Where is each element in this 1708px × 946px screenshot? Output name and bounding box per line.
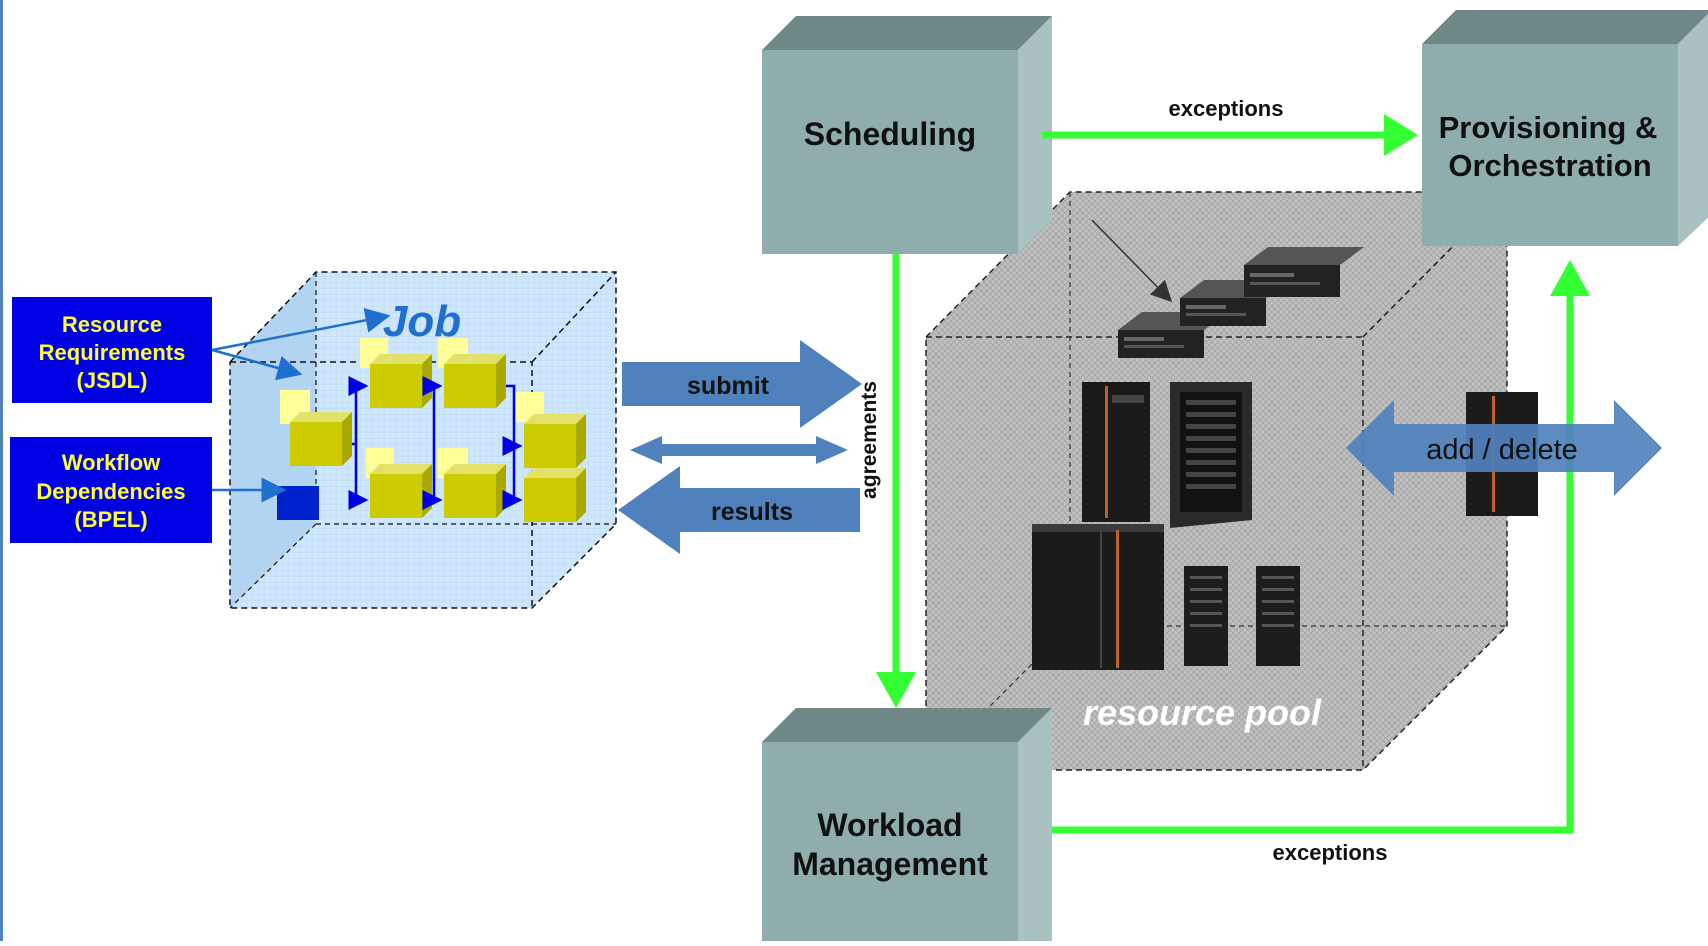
task-cube-icon	[444, 354, 506, 408]
submit-arrow[interactable]	[622, 340, 862, 428]
small-server-icon	[1256, 566, 1300, 666]
task-cube-icon	[290, 412, 352, 466]
exceptions-arrow-top	[1042, 114, 1418, 156]
scheduling-box[interactable]: Scheduling	[762, 16, 1052, 254]
workflow-dependencies-label-box: Workflow Dependencies (BPEL)	[10, 437, 212, 543]
tower-server-icon	[1082, 382, 1150, 522]
add-delete-arrow[interactable]	[1346, 400, 1662, 496]
callout-arrows	[211, 307, 391, 503]
workflow-line2: Dependencies	[36, 479, 185, 504]
job-cube	[229, 271, 617, 609]
provisioning-box[interactable]: Provisioning & Orchestration	[1422, 10, 1708, 246]
left-edge-bar	[0, 0, 3, 941]
exceptions-top-label: exceptions	[1169, 96, 1284, 121]
submit-label: submit	[687, 372, 770, 400]
task-cube-icon	[444, 464, 506, 518]
resource-req-line2: Requirements	[39, 340, 186, 365]
mainframe-icon	[1032, 524, 1164, 670]
tower-server-icon	[1170, 382, 1252, 528]
resource-pool-label: resource pool	[1083, 692, 1322, 733]
workload-label-line2: Management	[792, 846, 988, 882]
resource-req-line3: (JSDL)	[77, 368, 148, 393]
agreements-label: agreements	[858, 381, 881, 499]
provisioning-label-line2: Orchestration	[1448, 148, 1651, 183]
task-cube-icon	[524, 468, 586, 522]
resource-requirements-label-box: Resource Requirements (JSDL)	[12, 297, 212, 403]
results-label: results	[711, 498, 793, 526]
server-rack-units	[1032, 219, 1364, 670]
add-delete-label: add / delete	[1426, 434, 1578, 466]
resource-req-line1: Resource	[62, 312, 162, 337]
task-cube-icon	[524, 414, 586, 468]
scheduling-label: Scheduling	[804, 116, 976, 152]
exceptions-bottom-label: exceptions	[1273, 840, 1388, 865]
small-server-icon	[1184, 566, 1228, 666]
workflow-line3: (BPEL)	[74, 507, 147, 532]
job-label: Job	[383, 297, 461, 346]
agreements-arrow	[876, 254, 916, 708]
pointer-arrow	[1091, 219, 1173, 303]
bidirectional-arrow	[630, 436, 848, 464]
workflow-graph	[277, 338, 586, 522]
provisioning-label-line1: Provisioning &	[1439, 110, 1658, 145]
rackmount-server-icon	[1244, 247, 1364, 297]
workflow-line1: Workflow	[62, 450, 161, 475]
results-arrow[interactable]	[618, 466, 860, 554]
workload-management-box[interactable]: Workload Management	[762, 708, 1052, 941]
task-cube-icon	[370, 464, 432, 518]
task-cube-icon	[370, 354, 432, 408]
workload-label-line1: Workload	[817, 807, 962, 843]
